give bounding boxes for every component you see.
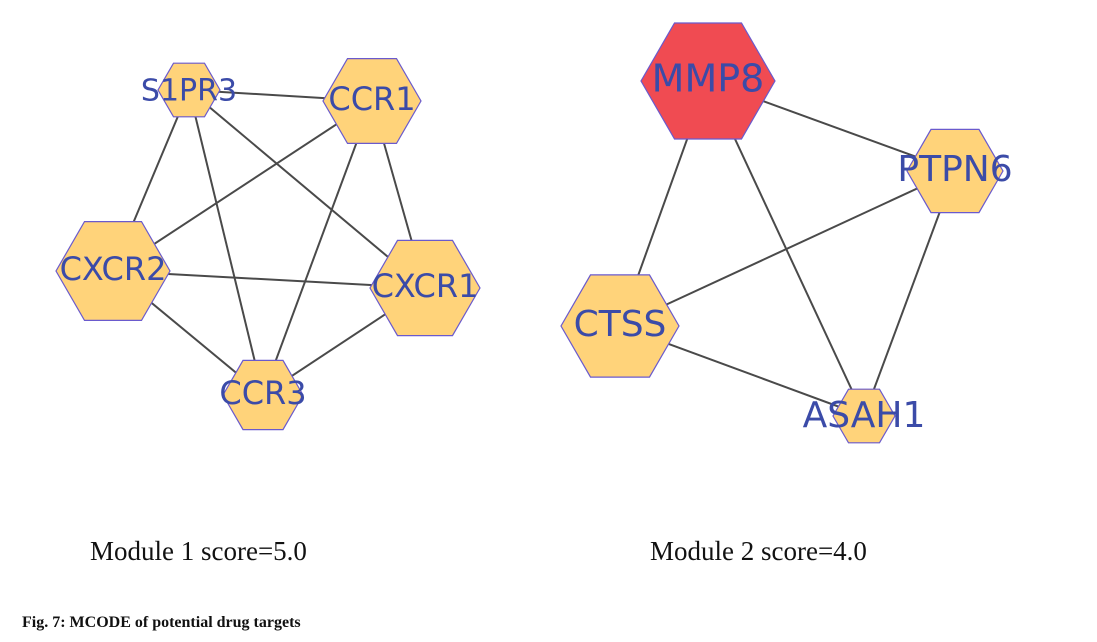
node-hexagon — [832, 388, 896, 444]
node-ccr3[interactable]: CCR3 — [219, 359, 307, 431]
edge-s1pr3-cxcr1 — [188, 89, 426, 289]
node-cxcr1[interactable]: CXCR1 — [369, 239, 481, 337]
node-hexagon — [560, 274, 680, 378]
edge-ccr1-cxcr2 — [112, 100, 373, 272]
node-asah1[interactable]: ASAH1 — [803, 388, 926, 444]
node-label: CXCR1 — [372, 267, 479, 305]
node-label: CCR1 — [328, 80, 415, 118]
edge-s1pr3-ccr3 — [188, 89, 264, 396]
node-hexagon — [222, 359, 304, 431]
edge-ccr1-ccr3 — [262, 100, 373, 396]
node-hexagon — [369, 239, 481, 337]
node-label: CCR3 — [219, 374, 306, 412]
module2-caption: Module 2 score=4.0 — [650, 536, 867, 566]
figure-caption: Fig. 7: MCODE of potential drug targets — [22, 614, 301, 631]
node-ccr1[interactable]: CCR1 — [322, 57, 422, 144]
node-label: MMP8 — [652, 57, 765, 101]
node-s1pr3[interactable]: S1PR3 — [141, 62, 237, 118]
node-label: S1PR3 — [141, 74, 237, 109]
module1-caption: Module 1 score=5.0 — [90, 536, 307, 566]
node-label: ASAH1 — [803, 395, 926, 436]
node-hexagon — [906, 128, 1004, 214]
node-label: CTSS — [574, 304, 667, 345]
node-hexagon — [322, 57, 422, 144]
node-hexagon — [55, 221, 171, 321]
node-ptpn6[interactable]: PTPN6 — [897, 128, 1013, 214]
node-label: PTPN6 — [897, 149, 1012, 190]
node-hexagon — [157, 62, 221, 118]
node-ctss[interactable]: CTSS — [560, 274, 680, 378]
node-cxcr2[interactable]: CXCR2 — [55, 221, 171, 321]
node-mmp8[interactable]: MMP8 — [640, 22, 776, 140]
node-label: CXCR2 — [60, 250, 167, 288]
node-hexagon — [640, 22, 776, 140]
edge-ptpn6-ctss — [619, 170, 956, 327]
